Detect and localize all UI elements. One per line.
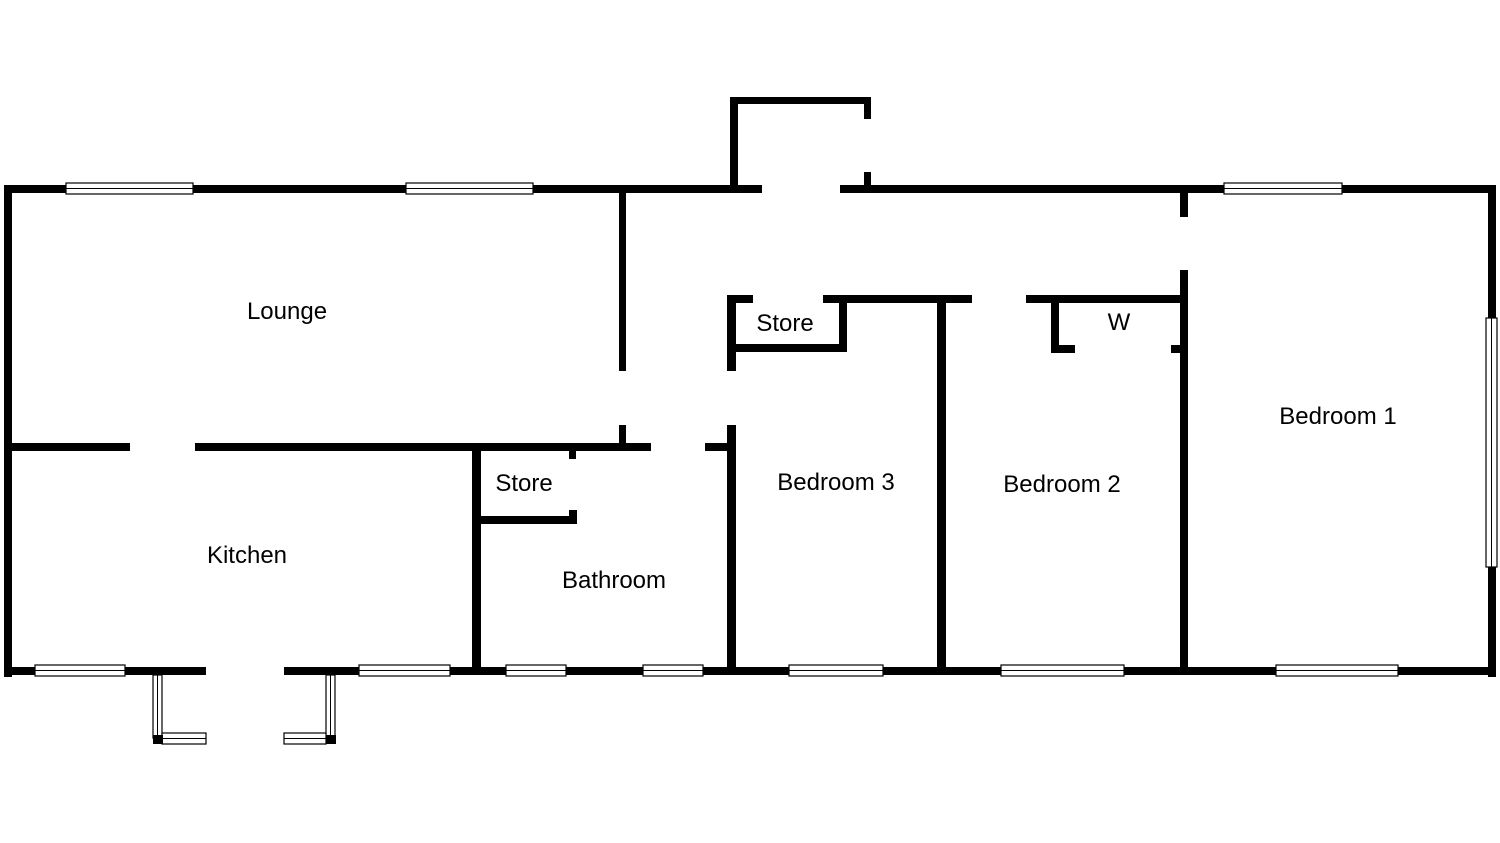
interior-walls: [8, 189, 1188, 671]
room-label-wardrobe: W: [1108, 309, 1131, 336]
windows: [34, 182, 1498, 677]
room-label-store-hall: Store: [756, 310, 813, 337]
porch-walls: [730, 97, 871, 189]
room-label-bedroom3: Bedroom 3: [777, 469, 894, 496]
room-label-bedroom2: Bedroom 2: [1003, 471, 1120, 498]
room-label-lounge: Lounge: [247, 298, 327, 325]
room-label-kitchen: Kitchen: [207, 542, 287, 569]
back-door-bay: [152, 674, 336, 745]
room-label-store-bath: Store: [495, 470, 552, 497]
exterior-walls: [4, 185, 1496, 677]
room-labels: Lounge Kitchen Store Store Bathroom Bedr…: [207, 298, 1397, 594]
room-label-bedroom1: Bedroom 1: [1279, 403, 1396, 430]
room-label-bathroom: Bathroom: [562, 567, 666, 594]
